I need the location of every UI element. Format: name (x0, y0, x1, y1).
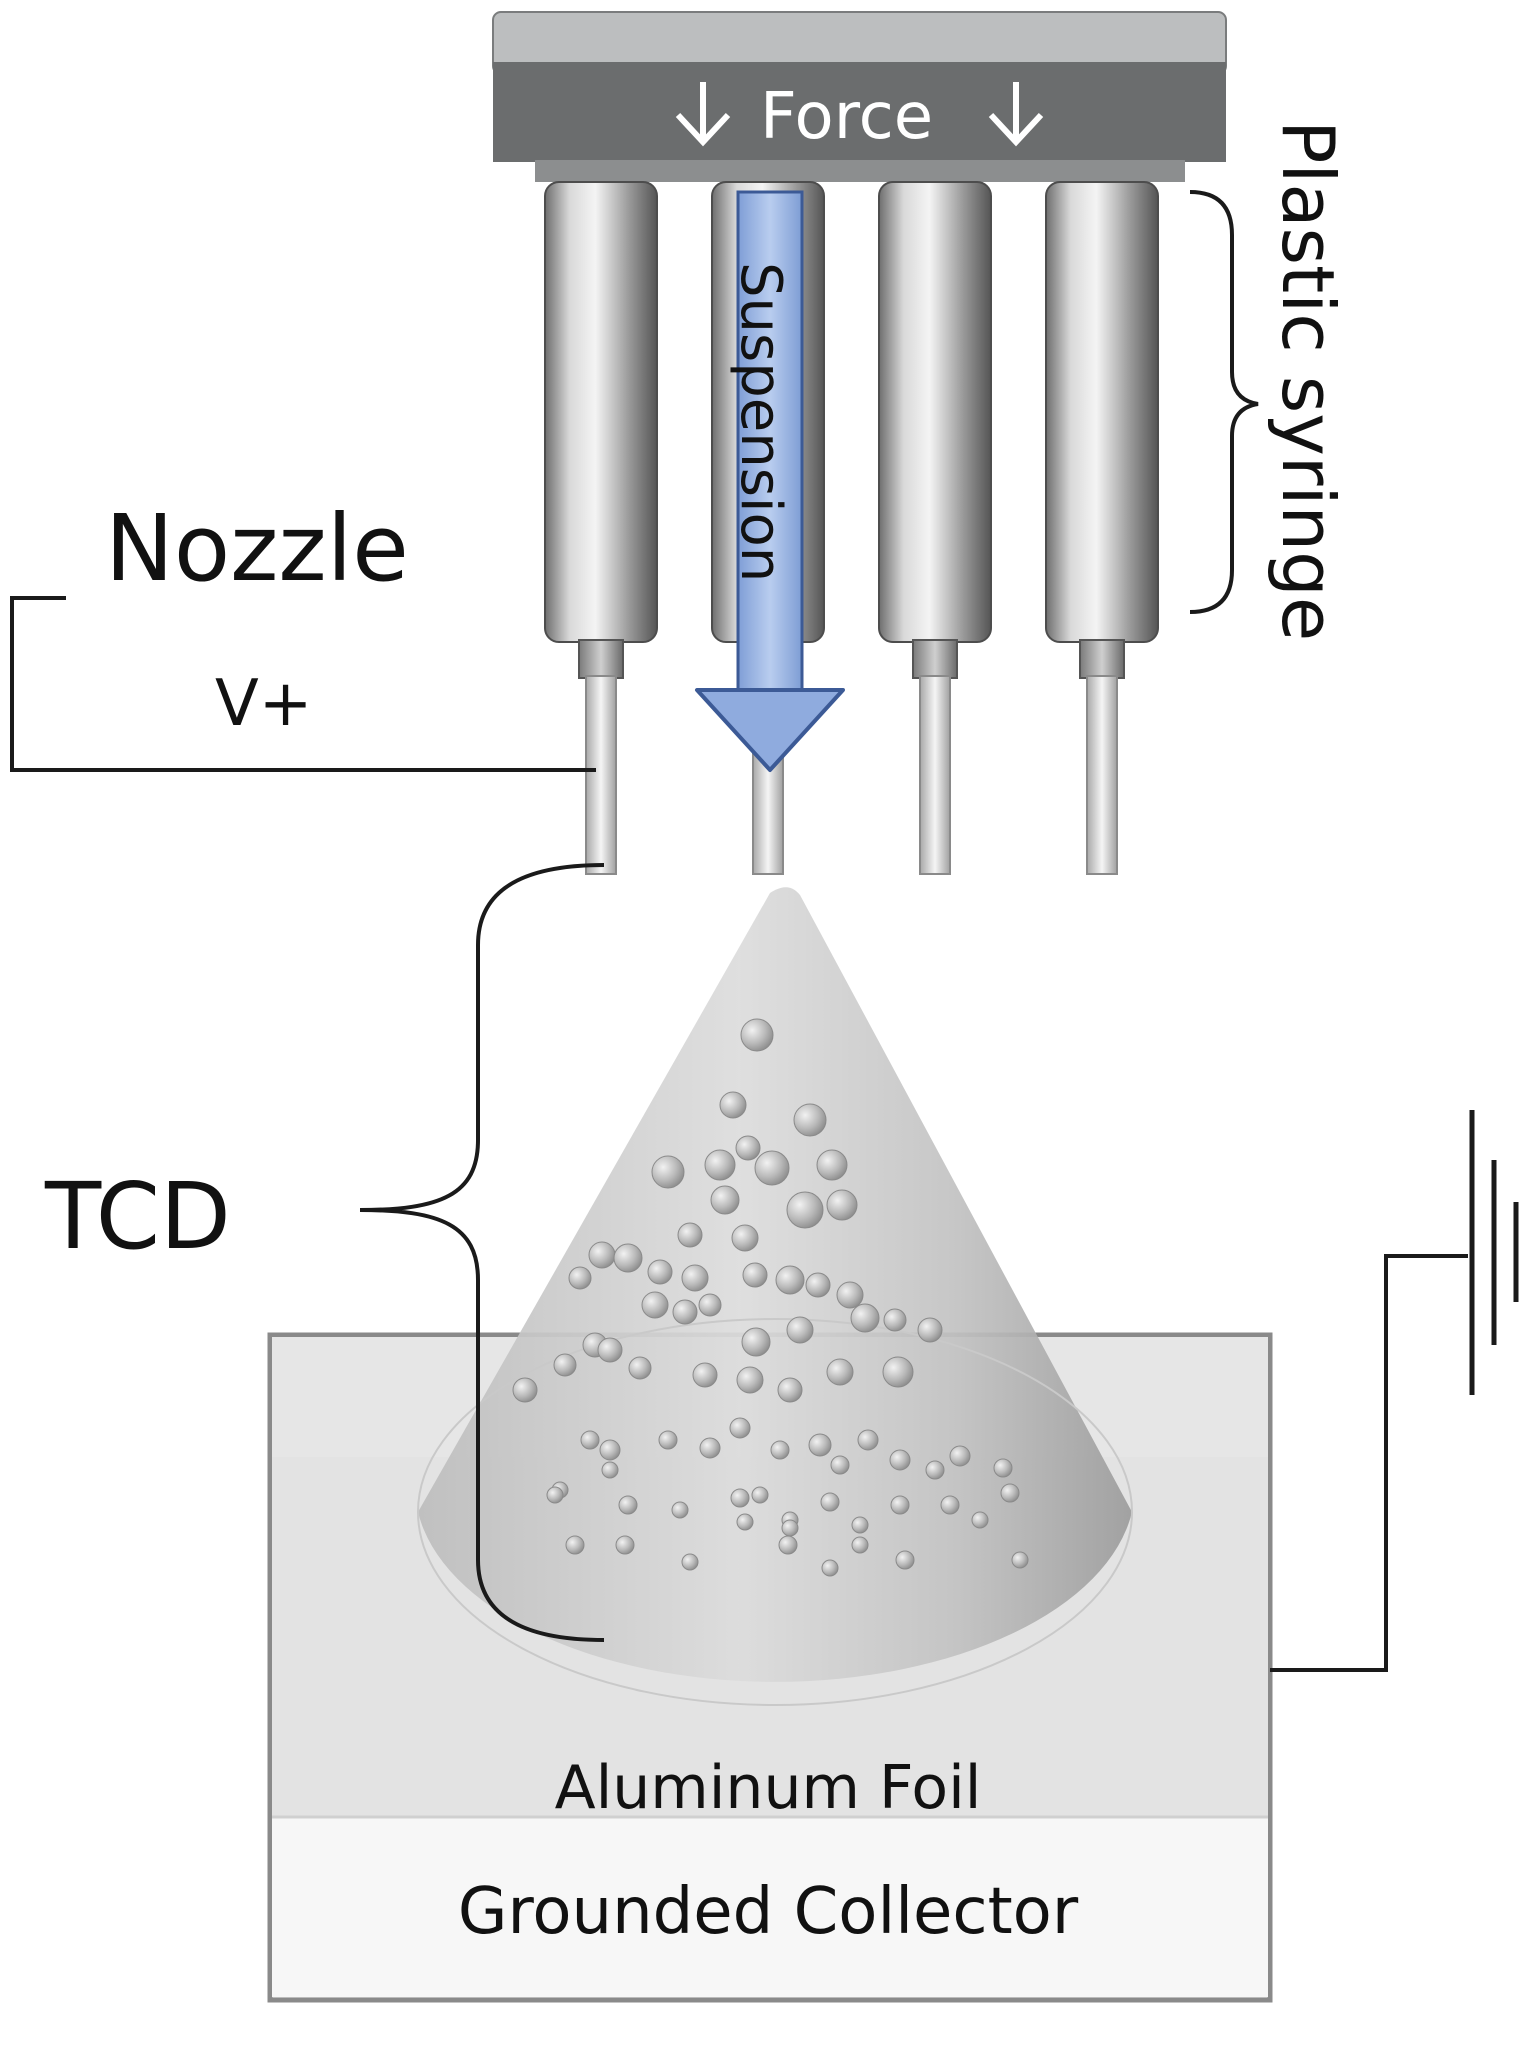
syringe-brace (1189, 190, 1259, 614)
droplet (735, 1135, 761, 1161)
droplet (731, 1224, 759, 1252)
droplet (641, 1291, 669, 1319)
droplet (681, 1264, 709, 1292)
droplet (1000, 1483, 1020, 1503)
droplet (736, 1513, 754, 1531)
droplet (568, 1266, 592, 1290)
droplet (805, 1272, 831, 1298)
droplet (628, 1356, 652, 1380)
droplet (681, 1553, 699, 1571)
droplet (777, 1377, 803, 1403)
droplet (826, 1189, 858, 1221)
droplet (658, 1430, 678, 1450)
droplet (949, 1445, 971, 1467)
spray-cone (417, 887, 1133, 1706)
droplet (736, 1366, 764, 1394)
droplet (793, 1103, 827, 1137)
syringe-press-bar (492, 11, 1227, 182)
droplet (786, 1191, 824, 1229)
droplet (599, 1439, 621, 1461)
droplet (613, 1243, 643, 1273)
force-arrow-left (675, 82, 731, 147)
droplet (698, 1293, 722, 1317)
droplet (651, 1155, 685, 1189)
suspension-droplets (512, 1018, 1029, 1577)
droplet (851, 1536, 869, 1554)
droplet (710, 1185, 740, 1215)
droplet (890, 1495, 910, 1515)
force-label: Force (760, 80, 933, 154)
droplet (580, 1430, 600, 1450)
droplet (704, 1149, 736, 1181)
droplet (882, 1356, 914, 1388)
droplet (672, 1299, 698, 1325)
droplet (730, 1488, 750, 1508)
droplet (820, 1492, 840, 1512)
droplet (588, 1241, 616, 1269)
droplet (742, 1262, 768, 1288)
droplet (940, 1495, 960, 1515)
droplet (895, 1550, 915, 1570)
droplet (719, 1091, 747, 1119)
voltage-label: V+ (215, 667, 312, 741)
droplet (781, 1519, 799, 1537)
droplet (740, 1018, 774, 1052)
ground-icon (1270, 1110, 1519, 1672)
syringe-3 (878, 181, 992, 875)
droplet (883, 1308, 907, 1332)
droplet (597, 1337, 623, 1363)
droplet (512, 1377, 538, 1403)
droplet (729, 1417, 751, 1439)
droplet (754, 1150, 790, 1186)
grounded-collector-label: Grounded Collector (458, 1875, 1079, 1949)
droplet (971, 1511, 989, 1529)
droplet (647, 1259, 673, 1285)
droplet (808, 1433, 832, 1457)
droplet (751, 1486, 769, 1504)
tcd-brace (359, 863, 605, 1642)
droplet (889, 1449, 911, 1471)
droplet (836, 1281, 864, 1309)
droplet (677, 1222, 703, 1248)
nozzle-label: Nozzle (105, 495, 409, 602)
voltage-wire (10, 596, 596, 772)
droplet (993, 1458, 1013, 1478)
droplet (826, 1358, 854, 1386)
droplet (857, 1429, 879, 1451)
force-arrow-right (988, 82, 1044, 147)
droplet (917, 1317, 943, 1343)
droplet (553, 1353, 577, 1377)
droplet (565, 1535, 585, 1555)
droplet (821, 1559, 839, 1577)
droplet (770, 1440, 790, 1460)
droplet (851, 1516, 869, 1534)
droplet (775, 1265, 805, 1295)
plastic-syringes (544, 181, 1159, 875)
suspension-label: Suspension (728, 262, 793, 582)
droplet (741, 1327, 771, 1357)
droplet (618, 1495, 638, 1515)
droplet (692, 1362, 718, 1388)
tcd-label: TCD (44, 1163, 231, 1270)
syringe-4 (1045, 181, 1159, 875)
droplet (671, 1501, 689, 1519)
plastic-syringe-label: Plastic syringe (1266, 120, 1350, 641)
droplet (816, 1149, 848, 1181)
droplet (1011, 1551, 1029, 1569)
droplet (601, 1461, 619, 1479)
droplet (925, 1460, 945, 1480)
droplet (778, 1535, 798, 1555)
droplet (786, 1316, 814, 1344)
droplet (615, 1535, 635, 1555)
droplet (546, 1486, 564, 1504)
syringe-1 (544, 181, 658, 875)
droplet (830, 1455, 850, 1475)
droplet (850, 1303, 880, 1333)
suspension-arrow (695, 190, 845, 772)
droplet (699, 1437, 721, 1459)
aluminum-foil-label: Aluminum Foil (555, 1753, 982, 1823)
